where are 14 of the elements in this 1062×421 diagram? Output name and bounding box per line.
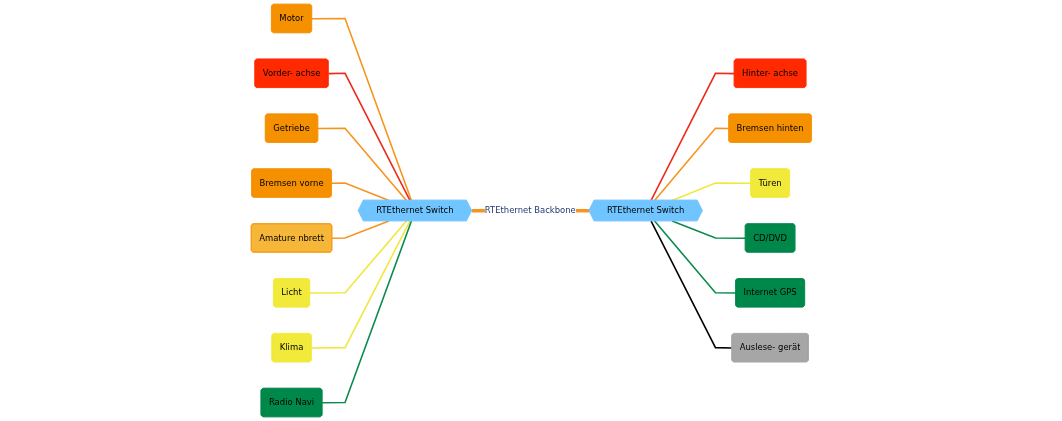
connector — [327, 72, 411, 202]
connector — [310, 17, 412, 202]
connector — [670, 220, 746, 239]
connector — [316, 127, 407, 202]
connector — [308, 220, 407, 294]
connector — [653, 127, 730, 202]
connector — [649, 72, 735, 202]
connector — [310, 220, 411, 349]
connector — [330, 182, 390, 202]
connector — [330, 220, 390, 239]
connector — [653, 220, 737, 294]
connector — [649, 220, 733, 349]
edge-label: RTEthernet Backbone — [484, 205, 576, 216]
connector — [321, 220, 412, 404]
